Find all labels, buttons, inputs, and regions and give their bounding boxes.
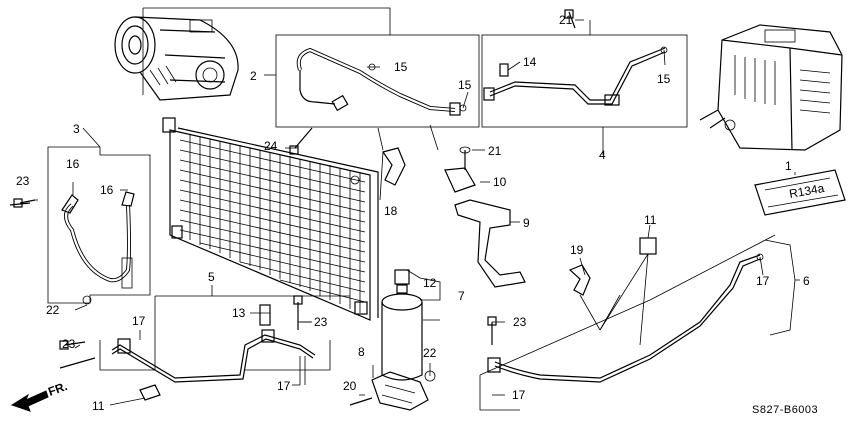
callout-numbers: 1 2 3 4 5 6 7 8 9 10 11 11 12 13 14 15 1…: [16, 13, 810, 413]
callout-14: 14: [523, 55, 537, 69]
callout-21-a: 21: [559, 13, 573, 27]
callout-17-a: 17: [132, 314, 146, 328]
callout-13: 13: [232, 306, 246, 320]
callout-19: 19: [570, 243, 584, 257]
callout-8: 8: [358, 345, 365, 359]
callout-15-a: 15: [394, 60, 408, 74]
leader-lines: [35, 19, 800, 406]
callout-16-b: 16: [100, 183, 114, 197]
front-direction-arrow: FR.: [10, 379, 69, 412]
callout-10: 10: [493, 175, 507, 189]
callout-15-c: 15: [657, 72, 671, 86]
callout-12: 12: [423, 276, 437, 290]
callout-23-c: 23: [513, 315, 527, 329]
callout-18: 18: [384, 204, 398, 218]
clamp-19: [568, 264, 591, 296]
callout-11-lower: 11: [92, 399, 105, 413]
callout-7: 7: [458, 289, 465, 303]
group-2-bracket: [142, 7, 480, 128]
receiver-drier: [381, 269, 423, 381]
callout-23-d: 23: [62, 337, 76, 351]
callout-17-d: 17: [756, 274, 770, 288]
callout-24: 24: [264, 139, 278, 153]
compressor: [114, 16, 239, 101]
clamp-18: [382, 147, 406, 186]
callout-23-b: 23: [314, 315, 328, 329]
callout-15-b: 15: [458, 78, 472, 92]
fr-label: FR.: [46, 379, 69, 399]
group-6-bracket: [479, 234, 796, 411]
group-4-bracket: [481, 20, 688, 145]
callout-23-a: 23: [16, 174, 30, 188]
callout-17-b: 17: [277, 379, 291, 393]
callout-9: 9: [523, 216, 530, 230]
callout-21-b: 21: [488, 144, 502, 158]
condenser: [162, 117, 379, 321]
callout-22-a: 22: [46, 303, 60, 317]
drier-bracket: [349, 365, 436, 411]
callout-11-upper: 11: [644, 213, 657, 227]
callout-6: 6: [803, 274, 810, 288]
callout-17-c: 17: [512, 388, 526, 402]
label-plate-text: R134a: [788, 181, 826, 201]
group-5-bracket: [99, 285, 350, 371]
group-3-bracket: [47, 127, 151, 304]
callout-20: 20: [343, 379, 357, 393]
callout-3: 3: [73, 122, 80, 136]
callout-2: 2: [250, 69, 257, 83]
pipe-bracket: [444, 146, 526, 288]
callout-1: 1: [785, 159, 792, 173]
evaporator-unit: [699, 24, 843, 151]
callout-16-a: 16: [66, 157, 80, 171]
diagram-code: S827-B6003: [752, 404, 818, 416]
callout-22-b: 22: [423, 346, 437, 360]
callout-5: 5: [208, 270, 215, 284]
refrigerant-label-plate: R134a: [754, 169, 846, 216]
callout-4: 4: [599, 148, 606, 162]
